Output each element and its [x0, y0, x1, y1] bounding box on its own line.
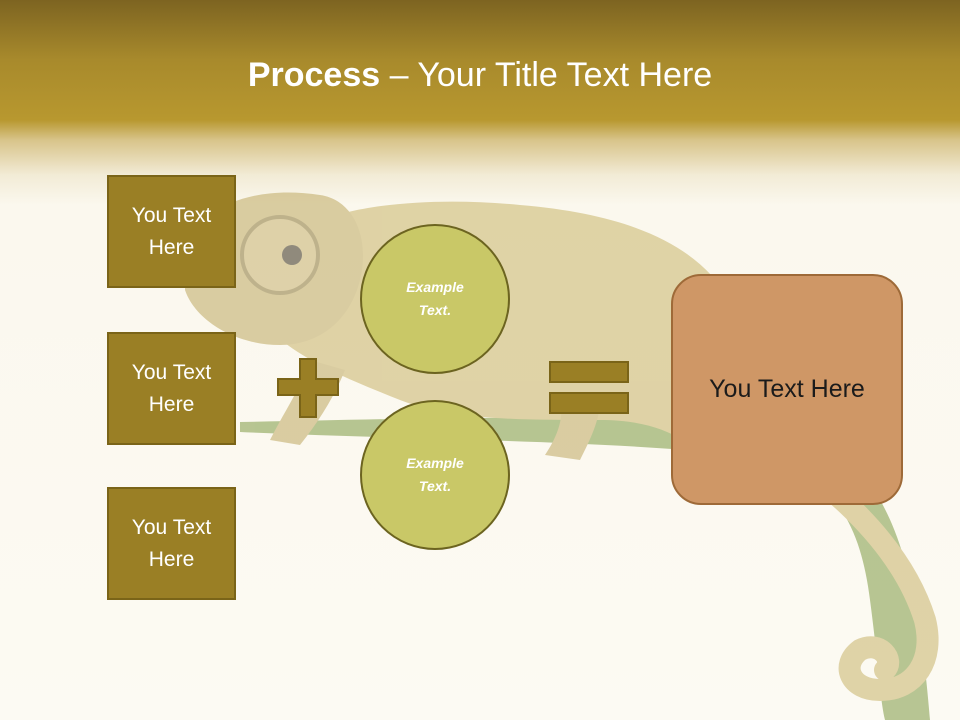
example-circle-2-label: Example Text. — [406, 455, 464, 494]
example-circle-1-label: Example Text. — [406, 279, 464, 318]
equals-icon — [549, 361, 629, 414]
text-box-2-label: You Text Here — [131, 360, 212, 416]
plus-icon — [277, 358, 339, 418]
title-rest: – Your Title Text Here — [380, 56, 713, 94]
example-circle-1[interactable]: Example Text. — [360, 224, 510, 374]
text-box-3-label: You Text Here — [131, 515, 212, 571]
result-box-label: You Text Here — [709, 375, 865, 403]
text-box-1[interactable]: You Text Here — [107, 175, 236, 288]
example-circle-2[interactable]: Example Text. — [360, 400, 510, 550]
result-box[interactable]: You Text Here — [671, 274, 903, 505]
title-bold: Process — [247, 56, 381, 94]
text-box-3[interactable]: You Text Here — [107, 487, 236, 600]
text-box-2[interactable]: You Text Here — [107, 332, 236, 445]
slide-title: Process – Your Title Text Here — [0, 50, 960, 100]
text-box-1-label: You Text Here — [131, 203, 212, 259]
